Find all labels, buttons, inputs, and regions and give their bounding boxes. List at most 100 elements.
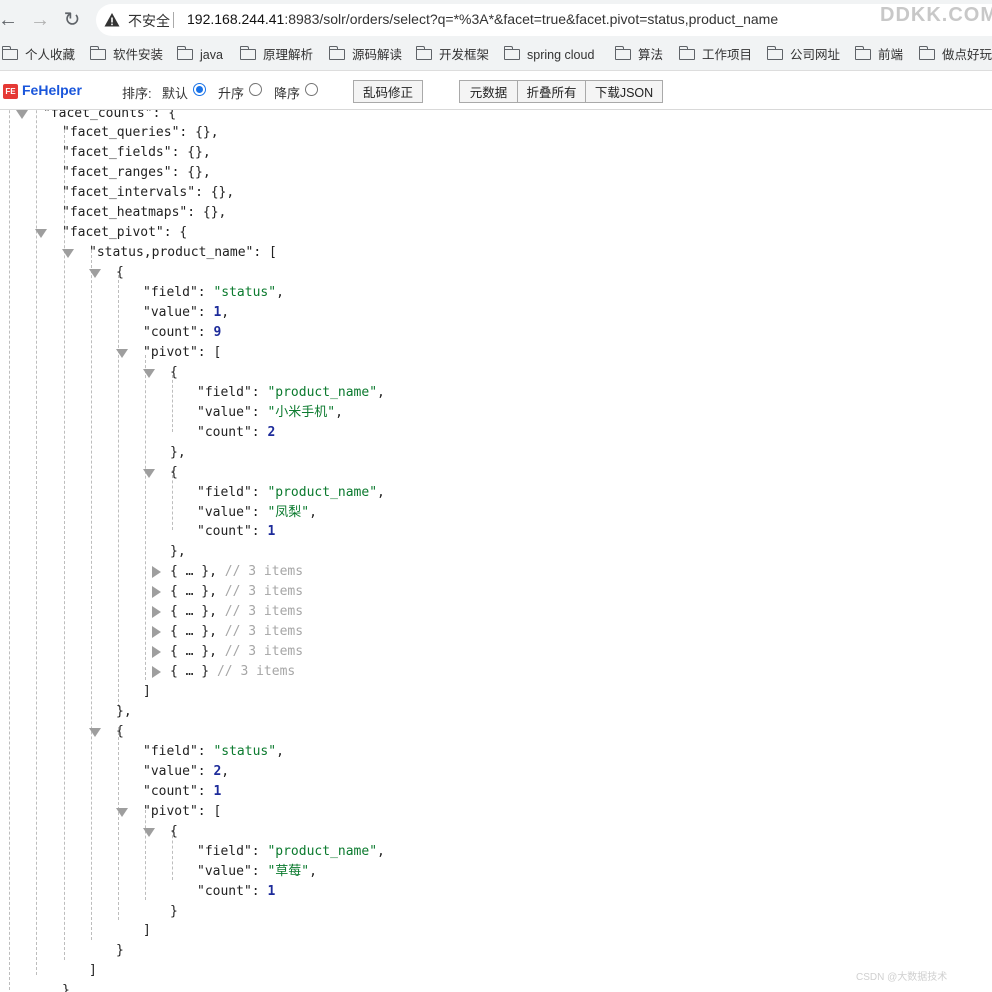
expand-toggle-icon[interactable] xyxy=(152,566,161,579)
json-line: ] xyxy=(143,923,151,939)
bookmark-folder[interactable]: 工作项目 xyxy=(678,46,753,64)
warning-triangle-icon[interactable] xyxy=(104,12,120,28)
json-line: "value": 1, xyxy=(143,305,230,320)
json-line: "field": "status", xyxy=(143,285,284,301)
bookmark-label: 源码解读 xyxy=(352,48,403,62)
sort-asc-label[interactable]: 升序 xyxy=(218,86,245,101)
json-line: { xyxy=(170,823,178,839)
bookmark-folder[interactable]: 源码解读 xyxy=(328,46,403,64)
download-json-button[interactable]: 下载JSON xyxy=(585,80,663,103)
bookmark-folder[interactable]: 算法 xyxy=(614,46,664,64)
indent-guide xyxy=(172,470,173,530)
json-line: "pivot": [ xyxy=(143,344,222,360)
watermark-logo: DDKK.COM xyxy=(880,4,992,26)
collapse-toggle-icon[interactable] xyxy=(116,807,128,817)
reload-icon[interactable]: ↻ xyxy=(63,9,81,31)
fix-encoding-button[interactable]: 乱码修正 xyxy=(353,80,423,103)
bookmark-label: 软件安装 xyxy=(113,48,164,62)
bookmark-folder[interactable]: 开发框架 xyxy=(415,46,489,64)
not-secure-label[interactable]: 不安全 xyxy=(128,13,170,29)
json-line: }, xyxy=(170,444,186,460)
browser-toolbar: ← → ↻ 不安全 192.168.244.41:8983/solr/order… xyxy=(0,0,992,40)
bookmark-label: 算法 xyxy=(638,48,664,62)
fehelper-title: FeHelper xyxy=(22,82,82,98)
collapse-toggle-icon[interactable] xyxy=(62,249,74,259)
bookmark-folder[interactable]: 做点好玩 xyxy=(918,46,992,64)
back-arrow-icon[interactable]: ← xyxy=(0,9,18,31)
address-bar[interactable]: 不安全 192.168.244.41:8983/solr/orders/sele… xyxy=(96,4,992,36)
expand-toggle-icon[interactable] xyxy=(152,586,161,599)
folder-icon xyxy=(614,46,631,60)
bookmark-folder[interactable]: 软件安装 xyxy=(89,46,164,64)
json-collapsed-item[interactable]: { … } // 3 items xyxy=(170,664,296,680)
bookmark-label: 工作项目 xyxy=(702,48,753,62)
expand-toggle-icon[interactable] xyxy=(152,626,161,639)
collapse-all-button[interactable]: 折叠所有 xyxy=(517,80,586,103)
json-line: }, xyxy=(116,704,132,719)
collapse-toggle-icon[interactable] xyxy=(116,348,128,358)
json-collapsed-item[interactable]: { … }, // 3 items xyxy=(170,624,304,640)
collapse-toggle-icon[interactable] xyxy=(89,727,101,737)
expand-toggle-icon[interactable] xyxy=(152,646,161,659)
collapse-toggle-icon[interactable] xyxy=(143,827,155,837)
json-line: "value": 2, xyxy=(143,763,230,779)
json-line: ] xyxy=(89,963,97,979)
json-line: { xyxy=(116,723,124,739)
bookmark-label: 前端 xyxy=(878,48,904,62)
address-separator xyxy=(173,12,174,28)
json-line: "count": 9 xyxy=(143,324,222,340)
bookmark-folder[interactable]: 前端 xyxy=(854,46,904,64)
json-line: "facet_queries": {}, xyxy=(62,125,219,141)
bookmark-folder[interactable]: 个人收藏 xyxy=(1,46,75,64)
bookmark-label: java xyxy=(200,48,223,62)
sort-label: 排序: xyxy=(122,86,152,101)
expand-toggle-icon[interactable] xyxy=(152,606,161,619)
folder-icon xyxy=(176,46,193,60)
json-line: "facet_fields": {}, xyxy=(62,145,211,161)
json-line: } xyxy=(62,983,70,992)
json-line: }, xyxy=(170,544,186,560)
json-collapsed-item[interactable]: { … }, // 3 items xyxy=(170,564,304,580)
json-collapsed-item[interactable]: { … }, // 3 items xyxy=(170,604,304,620)
collapse-toggle-icon[interactable] xyxy=(35,229,47,239)
fehelper-toolbar: FE FeHelper 排序: 默认 升序 降序 乱码修正 元数据 折叠所有 下… xyxy=(0,71,992,110)
expand-toggle-icon[interactable] xyxy=(152,666,161,679)
json-line: "facet_intervals": {}, xyxy=(62,185,235,201)
json-collapsed-item[interactable]: { … }, // 3 items xyxy=(170,644,304,660)
sort-default-label[interactable]: 默认 xyxy=(162,86,189,101)
indent-guide xyxy=(36,110,37,975)
bookmark-folder[interactable]: spring cloud xyxy=(503,46,595,64)
json-line: { xyxy=(170,464,178,480)
collapse-toggle-icon[interactable] xyxy=(143,368,155,378)
folder-icon xyxy=(328,46,345,60)
sort-desc-radio[interactable] xyxy=(305,83,318,96)
indent-guide xyxy=(145,810,146,900)
json-line: "count": 1 xyxy=(197,883,276,899)
indent-guide xyxy=(172,830,173,880)
sort-default-radio[interactable] xyxy=(193,83,206,96)
indent-guide xyxy=(91,245,92,940)
collapse-toggle-icon[interactable] xyxy=(89,269,101,279)
bookmark-label: spring cloud xyxy=(527,48,595,62)
json-collapsed-item[interactable]: { … }, // 3 items xyxy=(170,584,304,600)
json-line: "value": "小米手机", xyxy=(197,404,343,420)
bookmark-folder[interactable]: 原理解析 xyxy=(239,46,313,64)
fehelper-logo-icon: FE xyxy=(3,84,18,99)
sort-asc-radio[interactable] xyxy=(249,83,262,96)
url-host: 192.168.244.41 xyxy=(187,11,285,27)
forward-arrow-icon[interactable]: → xyxy=(30,9,50,31)
indent-guide xyxy=(118,727,119,920)
json-line: "field": "product_name", xyxy=(197,484,385,500)
json-line: "field": "product_name", xyxy=(197,384,385,400)
indent-guide xyxy=(64,125,65,960)
indent-guide xyxy=(118,275,119,707)
collapse-toggle-icon[interactable] xyxy=(16,110,28,119)
indent-guide xyxy=(9,110,10,990)
collapse-toggle-icon[interactable] xyxy=(143,468,155,478)
url-text[interactable]: 192.168.244.41:8983/solr/orders/select?q… xyxy=(187,11,778,27)
bookmark-folder[interactable]: 公司网址 xyxy=(766,46,840,64)
sort-desc-label[interactable]: 降序 xyxy=(274,86,301,101)
json-line: { xyxy=(170,364,178,380)
metadata-button[interactable]: 元数据 xyxy=(459,80,518,103)
bookmark-folder[interactable]: java xyxy=(176,46,223,64)
